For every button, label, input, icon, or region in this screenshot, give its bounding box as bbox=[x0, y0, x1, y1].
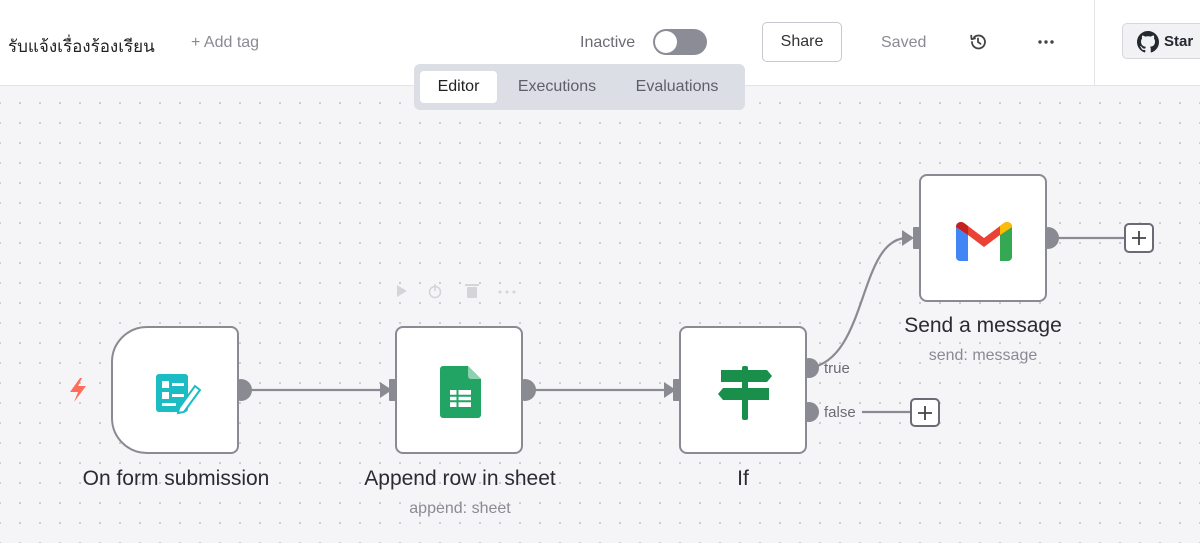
node-hover-toolbar bbox=[397, 284, 516, 299]
add-node-button[interactable] bbox=[1124, 223, 1154, 253]
node-title: Append row in sheet bbox=[364, 467, 556, 490]
github-star-button[interactable]: Star bbox=[1122, 23, 1200, 59]
branch-label-false: false bbox=[824, 404, 856, 421]
node-if[interactable] bbox=[679, 326, 807, 454]
node-subtitle: send: message bbox=[928, 347, 1038, 364]
trash-icon bbox=[467, 287, 477, 298]
gmail-icon bbox=[956, 222, 1012, 261]
toggle-knob bbox=[655, 31, 677, 53]
add-node-button[interactable] bbox=[910, 398, 940, 427]
connection-if-true-to-gmail[interactable] bbox=[808, 236, 907, 370]
branch-label-true: true bbox=[824, 360, 850, 377]
workflow-name[interactable]: รับแจ้งเรื่องร้องเรียน bbox=[8, 37, 155, 57]
active-status-label: Inactive bbox=[580, 34, 636, 51]
arrowhead bbox=[664, 382, 676, 398]
tab-evaluations[interactable]: Evaluations bbox=[635, 78, 719, 95]
tab-executions[interactable]: Executions bbox=[517, 78, 597, 95]
node-form-trigger[interactable] bbox=[111, 326, 239, 454]
header-divider bbox=[1094, 0, 1095, 86]
more-options-icon[interactable] bbox=[1036, 32, 1056, 52]
form-icon bbox=[156, 374, 202, 415]
node-title: Send a message bbox=[904, 314, 1062, 337]
history-icon[interactable] bbox=[968, 32, 988, 52]
node-title: On form submission bbox=[82, 467, 270, 490]
star-label: Star bbox=[1164, 33, 1194, 50]
node-subtitle: append: sheet bbox=[409, 500, 511, 517]
trigger-bolt-icon bbox=[70, 378, 86, 402]
workflow-canvas[interactable] bbox=[0, 87, 1200, 543]
node-google-sheets[interactable] bbox=[395, 326, 523, 454]
power-icon bbox=[428, 285, 442, 299]
play-icon bbox=[397, 285, 407, 297]
active-toggle[interactable] bbox=[653, 29, 707, 55]
node-gmail[interactable] bbox=[919, 174, 1047, 302]
google-sheets-icon bbox=[440, 366, 481, 418]
node-title: If bbox=[737, 467, 749, 490]
arrowhead bbox=[902, 230, 914, 246]
share-button[interactable]: Share bbox=[762, 22, 842, 62]
github-icon bbox=[1137, 31, 1159, 53]
tab-editor[interactable]: Editor bbox=[420, 71, 497, 103]
signpost-icon bbox=[718, 366, 772, 420]
saved-status: Saved bbox=[881, 34, 927, 51]
add-tag-button[interactable]: + Add tag bbox=[191, 34, 260, 51]
arrowhead bbox=[380, 382, 392, 398]
view-tabs: Editor Executions Evaluations bbox=[414, 64, 745, 110]
